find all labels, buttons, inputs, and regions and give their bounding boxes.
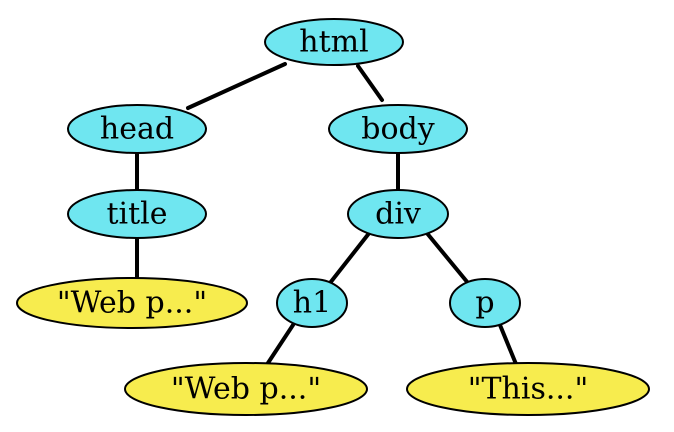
node-h1-text-ellipse — [124, 362, 368, 416]
node-body: body — [328, 104, 468, 154]
node-div-label: div — [375, 197, 421, 232]
node-html: html — [264, 18, 404, 66]
node-head-ellipse — [67, 104, 207, 154]
node-p-text: "This..." — [406, 362, 650, 416]
node-h1-label: h1 — [293, 286, 331, 321]
node-p-text-ellipse — [406, 362, 650, 416]
edge-div-h1 — [328, 230, 372, 285]
node-title: title — [67, 189, 207, 239]
node-p-text-label: "This..." — [468, 372, 589, 407]
node-head: head — [67, 104, 207, 154]
node-p-label: p — [475, 286, 494, 321]
node-body-label: body — [361, 112, 434, 147]
node-div: div — [347, 189, 449, 239]
edge-html-body — [356, 64, 384, 102]
node-h1: h1 — [276, 278, 348, 328]
node-title-text: "Web p..." — [16, 277, 248, 329]
node-h1-ellipse — [276, 278, 348, 328]
node-title-label: title — [106, 197, 167, 232]
node-title-text-label: "Web p..." — [57, 286, 207, 321]
node-h1-text-label: "Web p..." — [171, 372, 321, 407]
edges — [135, 62, 518, 368]
node-p: p — [449, 278, 521, 328]
node-body-ellipse — [328, 104, 468, 154]
edge-p-text — [498, 323, 518, 366]
node-p-ellipse — [449, 278, 521, 328]
edge-h1-text — [264, 323, 295, 368]
node-h1-text: "Web p..." — [124, 362, 368, 416]
node-title-ellipse — [67, 189, 207, 239]
node-html-ellipse — [264, 18, 404, 66]
node-head-label: head — [100, 112, 174, 147]
edge-div-p — [424, 230, 470, 285]
node-html-label: html — [299, 25, 368, 60]
node-title-text-ellipse — [16, 277, 248, 329]
node-div-ellipse — [347, 189, 449, 239]
edge-html-head — [186, 62, 287, 110]
